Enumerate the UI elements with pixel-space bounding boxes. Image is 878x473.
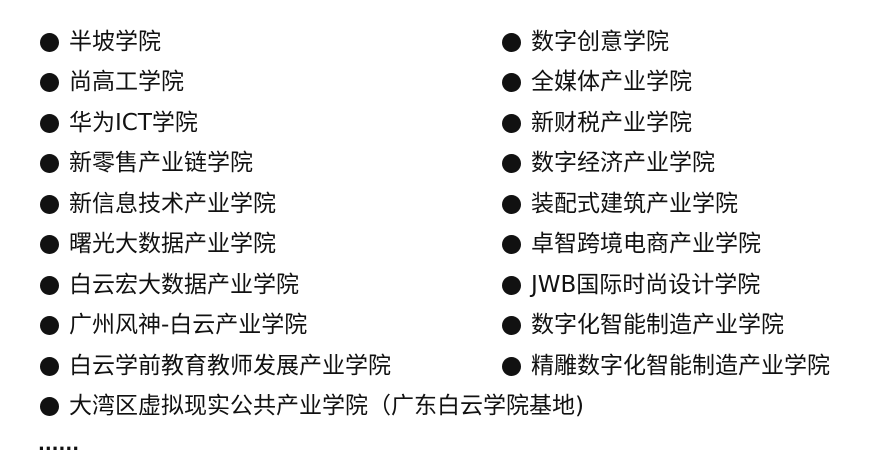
list-item: 全媒体产业学院 [502,63,830,104]
college-name: 白云学前教育教师发展产业学院 [69,352,391,379]
bullet-icon [40,356,59,376]
bullet-icon [40,396,59,416]
college-name: 卓智跨境电商产业学院 [531,231,761,258]
college-name: JWB国际时尚设计学院 [531,271,761,298]
list-item: 卓智跨境电商产业学院 [502,225,830,266]
bullet-icon [40,73,59,93]
college-name: 装配式建筑产业学院 [531,190,738,217]
college-name: 广州风神-白云产业学院 [69,312,308,339]
bullet-icon [502,154,521,174]
college-name: 数字化智能制造产业学院 [531,312,784,339]
left-column: 半坡学院 尚高工学院 华为ICT学院 新零售产业链学院 新信息技术产业学院 曙光… [40,22,391,387]
list-item: 精雕数字化智能制造产业学院 [502,346,830,387]
bullet-icon [502,356,521,376]
list-item: 半坡学院 [40,22,391,63]
bullet-icon [40,235,59,255]
bullet-icon [502,316,521,336]
college-name: 数字创意学院 [531,28,669,55]
list-item: 装配式建筑产业学院 [502,184,830,225]
more-ellipsis: ...... [38,434,80,455]
right-column: 数字创意学院 全媒体产业学院 新财税产业学院 数字经济产业学院 装配式建筑产业学… [502,22,830,387]
college-name: 华为ICT学院 [69,109,198,136]
list-item: 新财税产业学院 [502,103,830,144]
list-item: 广州风神-白云产业学院 [40,306,391,347]
bullet-icon [502,113,521,133]
bullet-icon [502,194,521,214]
bullet-icon [40,154,59,174]
list-item: 华为ICT学院 [40,103,391,144]
list-item: 新零售产业链学院 [40,144,391,185]
bullet-icon [40,275,59,295]
bullet-icon [502,73,521,93]
college-name: 新信息技术产业学院 [69,190,276,217]
college-name: 半坡学院 [69,28,161,55]
bullet-icon [502,275,521,295]
college-name: 全媒体产业学院 [531,69,692,96]
college-name: 大湾区虚拟现实公共产业学院（广东白云学院基地) [69,392,584,419]
college-name: 新财税产业学院 [531,109,692,136]
bullet-icon [502,32,521,52]
college-name: 数字经济产业学院 [531,150,715,177]
list-item: 曙光大数据产业学院 [40,225,391,266]
college-name: 曙光大数据产业学院 [69,231,276,258]
college-name: 尚高工学院 [69,69,184,96]
list-item: 数字经济产业学院 [502,144,830,185]
college-name: 精雕数字化智能制造产业学院 [531,352,830,379]
list-item: 白云宏大数据产业学院 [40,265,391,306]
bullet-icon [40,194,59,214]
bullet-icon [40,316,59,336]
bullet-icon [40,113,59,133]
list-item: 新信息技术产业学院 [40,184,391,225]
list-item: 尚高工学院 [40,63,391,104]
list-item: 白云学前教育教师发展产业学院 [40,346,391,387]
bullet-icon [40,32,59,52]
bullet-icon [502,235,521,255]
list-item: JWB国际时尚设计学院 [502,265,830,306]
college-name: 白云宏大数据产业学院 [69,271,299,298]
list-item: 数字化智能制造产业学院 [502,306,830,347]
list-item: 数字创意学院 [502,22,830,63]
college-name: 新零售产业链学院 [69,150,253,177]
list-item-full-width: 大湾区虚拟现实公共产业学院（广东白云学院基地) [40,386,584,427]
